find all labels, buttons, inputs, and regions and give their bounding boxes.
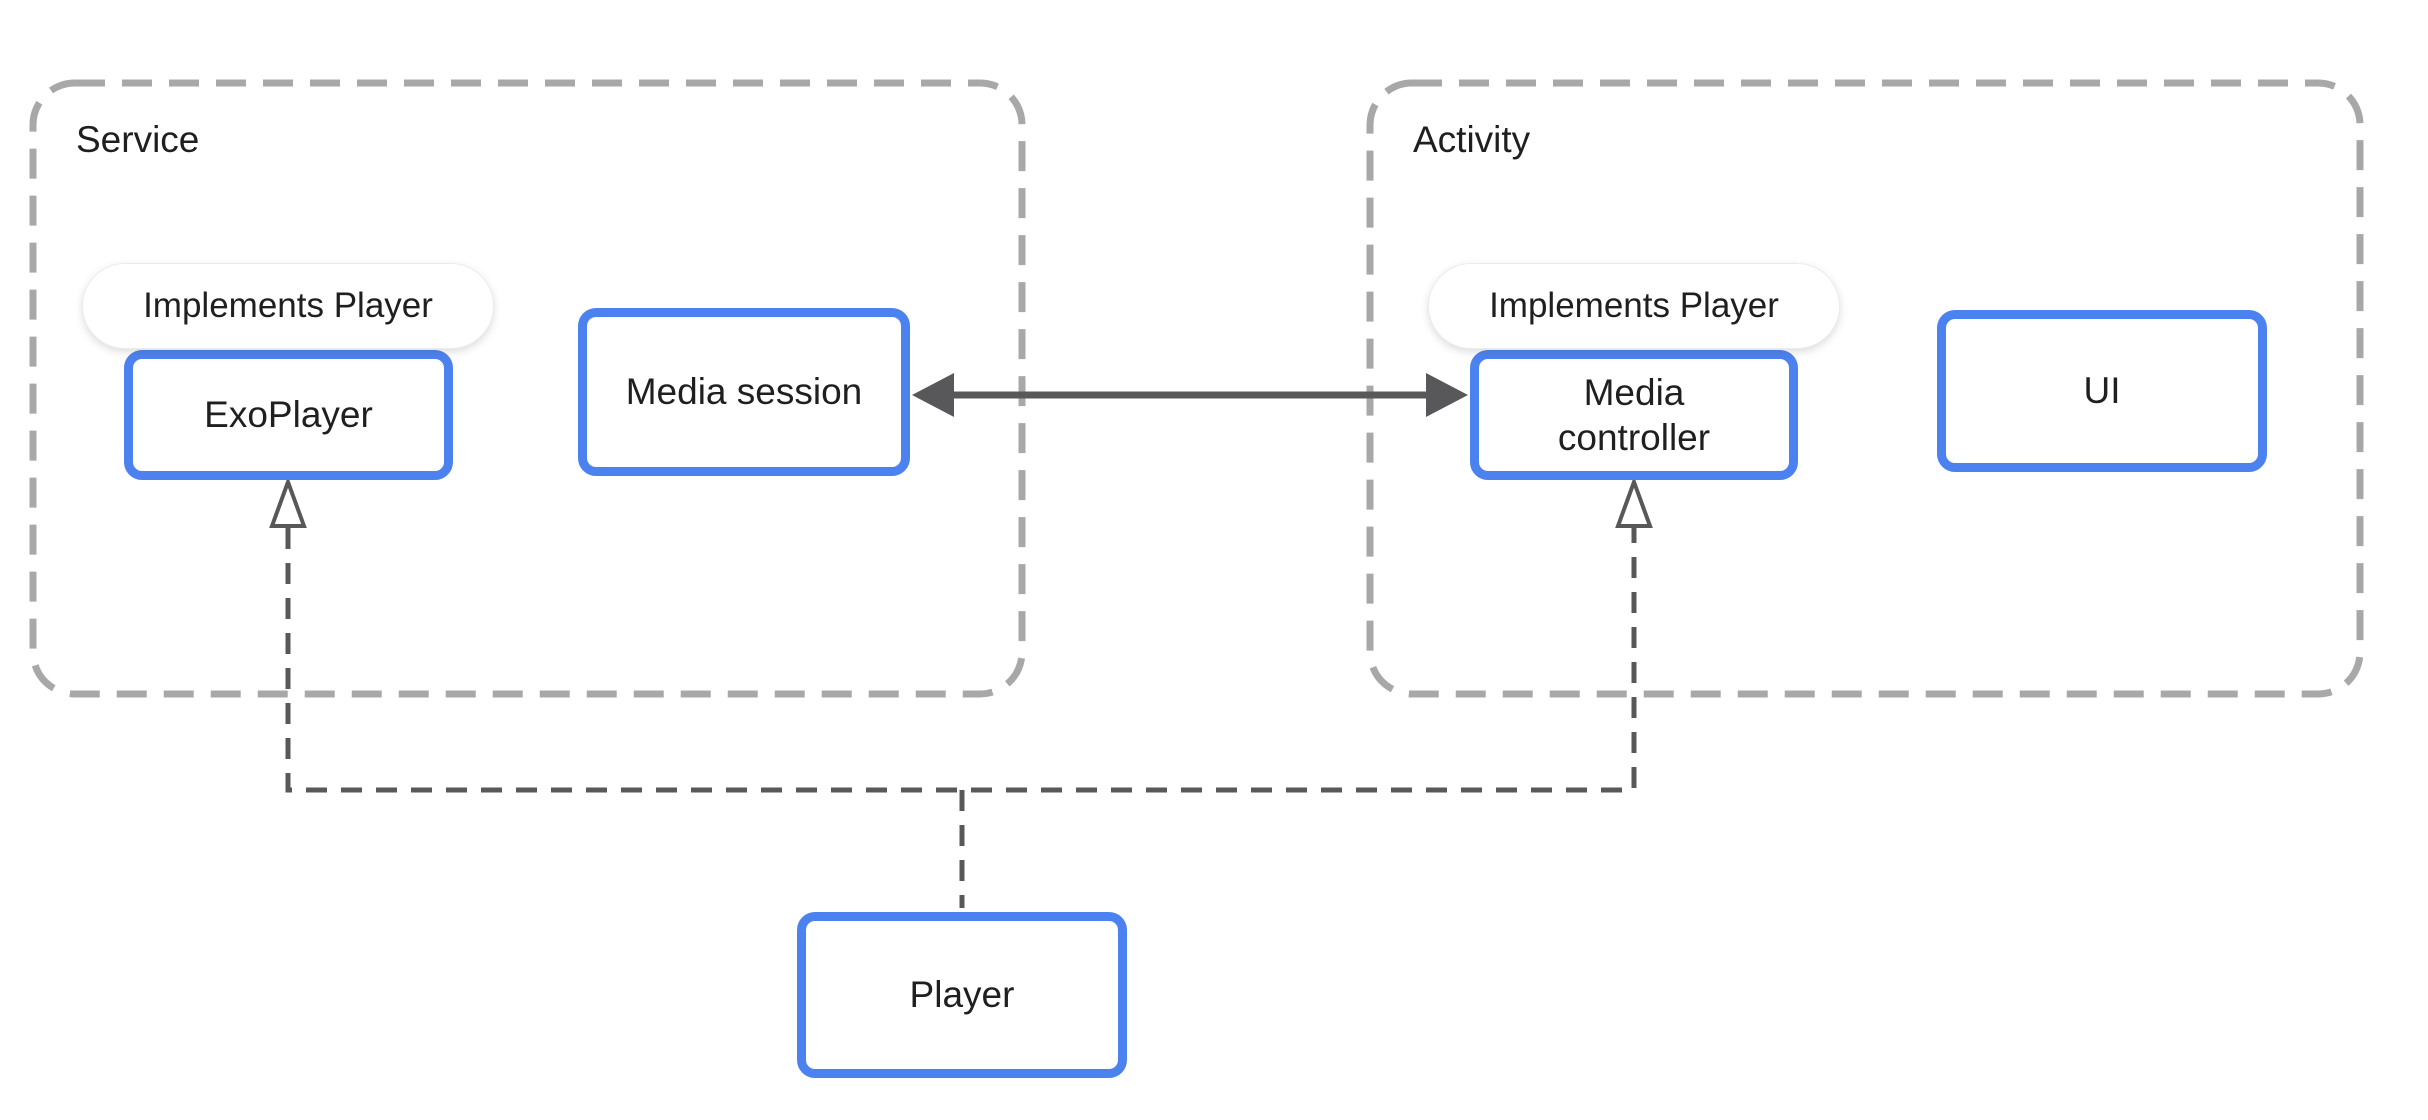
- player-node-label: Player: [909, 974, 1015, 1016]
- service-container-border: [29, 79, 1026, 698]
- implements-player-badge-media-controller-label: Implements Player: [1489, 286, 1779, 325]
- activity-container-label: Activity: [1413, 119, 1531, 160]
- media-controller-node-label: Media controller: [1557, 371, 1711, 458]
- media-session-node: Media session: [578, 308, 910, 476]
- dashed-connector-path: [285, 528, 1637, 793]
- media-controller-node: Media controller: [1470, 350, 1798, 480]
- player-node: Player: [797, 912, 1127, 1078]
- hollow-arrow-head-media-controller: [1615, 476, 1653, 528]
- service-container-label: Service: [76, 119, 200, 160]
- media-session-node-label: Media session: [625, 371, 863, 413]
- implements-player-badge-exoplayer-label: Implements Player: [143, 286, 433, 325]
- exoplayer-node-label: ExoPlayer: [204, 394, 373, 436]
- bidirectional-arrow: [912, 373, 1468, 417]
- implements-player-badge-exoplayer: Implements Player: [82, 263, 494, 349]
- player-implementation-connectors: [269, 476, 1653, 908]
- implements-player-badge-media-controller: Implements Player: [1428, 263, 1840, 349]
- activity-container-border: [1366, 79, 2364, 698]
- arrow-head-right: [1426, 373, 1468, 417]
- ui-node-label: UI: [2083, 370, 2121, 412]
- arrow-head-left: [912, 373, 954, 417]
- exoplayer-node: ExoPlayer: [124, 350, 453, 480]
- hollow-arrow-head-exoplayer: [269, 476, 307, 528]
- ui-node: UI: [1937, 310, 2267, 472]
